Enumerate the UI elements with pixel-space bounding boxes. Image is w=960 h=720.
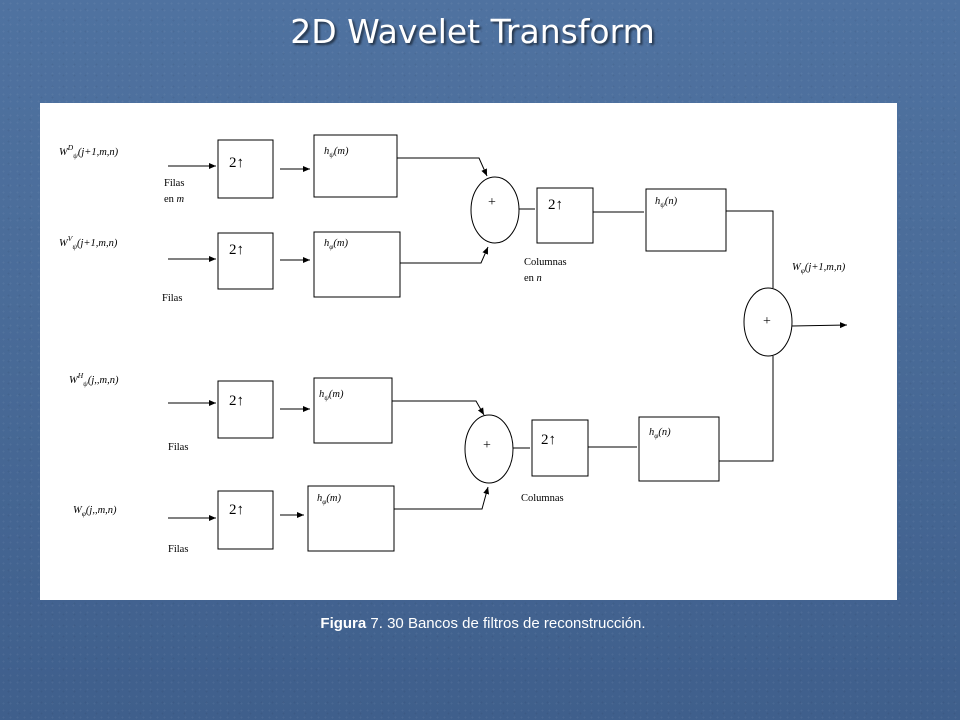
connector <box>726 210 774 288</box>
filter-label: hφ(n) <box>649 427 671 440</box>
upsampler-box <box>217 380 274 439</box>
note-filas-en-m: Filas <box>164 178 184 189</box>
adder-circle <box>464 414 514 484</box>
upsampler-label: 2↑ <box>548 197 563 213</box>
upsampler-label: 2↑ <box>229 242 244 258</box>
connector <box>392 400 485 416</box>
adder-circle <box>743 287 793 357</box>
filter-label: hφ(m) <box>324 238 348 251</box>
note-filas: Filas <box>168 442 188 453</box>
filter-label: hψ(n) <box>655 196 678 209</box>
slide-title: 2D Wavelet Transform <box>290 12 655 51</box>
filter-label: hφ(m) <box>317 493 341 506</box>
connector <box>394 486 490 510</box>
connector <box>397 157 488 177</box>
caption-bold: Figura <box>320 615 367 632</box>
upsampler-label: 2↑ <box>229 393 244 409</box>
filter-box <box>638 416 720 482</box>
adder-sign: + <box>488 195 496 210</box>
filter-box <box>645 188 727 252</box>
upsampler-box <box>531 419 589 477</box>
note-filas: Filas <box>168 544 188 555</box>
connector <box>719 356 774 462</box>
filter-box <box>313 134 398 198</box>
note-filas: Filas <box>162 293 182 304</box>
note-filas-en-m: en m <box>164 194 185 205</box>
input-label: WDψ(j+1,m,n) <box>59 143 119 160</box>
upsampler-box <box>217 139 274 199</box>
filter-box <box>313 231 401 298</box>
note-columnas-en-n: Columnas <box>524 257 567 268</box>
input-label: WHψ(j,,m,n) <box>69 371 119 388</box>
upsampler-label: 2↑ <box>541 432 556 448</box>
filter-bank-diagram: 2↑ 2↑ 2↑ 2↑ 2↑ 2↑ hψ(m) hφ(m) hψ(m) hφ(m… <box>59 134 848 555</box>
filter-box <box>307 485 395 552</box>
adder-sign: + <box>763 314 771 329</box>
filter-label: hψ(m) <box>324 146 349 159</box>
upsampler-box <box>217 232 274 290</box>
input-label: Wφ(j,,m,n) <box>73 505 117 518</box>
adder-circle <box>470 176 520 244</box>
input-label: WVψ(j+1,m,n) <box>59 234 118 251</box>
upsampler-label: 2↑ <box>229 155 244 171</box>
upsampler-box <box>217 490 274 550</box>
output-arrow <box>791 322 848 329</box>
figure-caption: Figura 7. 30 Bancos de filtros de recons… <box>0 615 960 632</box>
filter-label: hψ(m) <box>319 389 344 402</box>
diagram-panel: 2↑ 2↑ 2↑ 2↑ 2↑ 2↑ hψ(m) hφ(m) hψ(m) hφ(m… <box>40 103 897 600</box>
caption-text: 7. 30 Bancos de filtros de reconstrucció… <box>366 615 646 632</box>
output-label: Wφ(j+1,m,n) <box>792 262 846 275</box>
filter-box <box>313 377 393 444</box>
upsampler-box <box>536 187 594 244</box>
adder-sign: + <box>483 438 491 453</box>
connector <box>400 246 489 264</box>
note-columnas-en-n: en n <box>524 273 542 284</box>
note-columnas: Columnas <box>521 493 564 504</box>
upsampler-label: 2↑ <box>229 502 244 518</box>
